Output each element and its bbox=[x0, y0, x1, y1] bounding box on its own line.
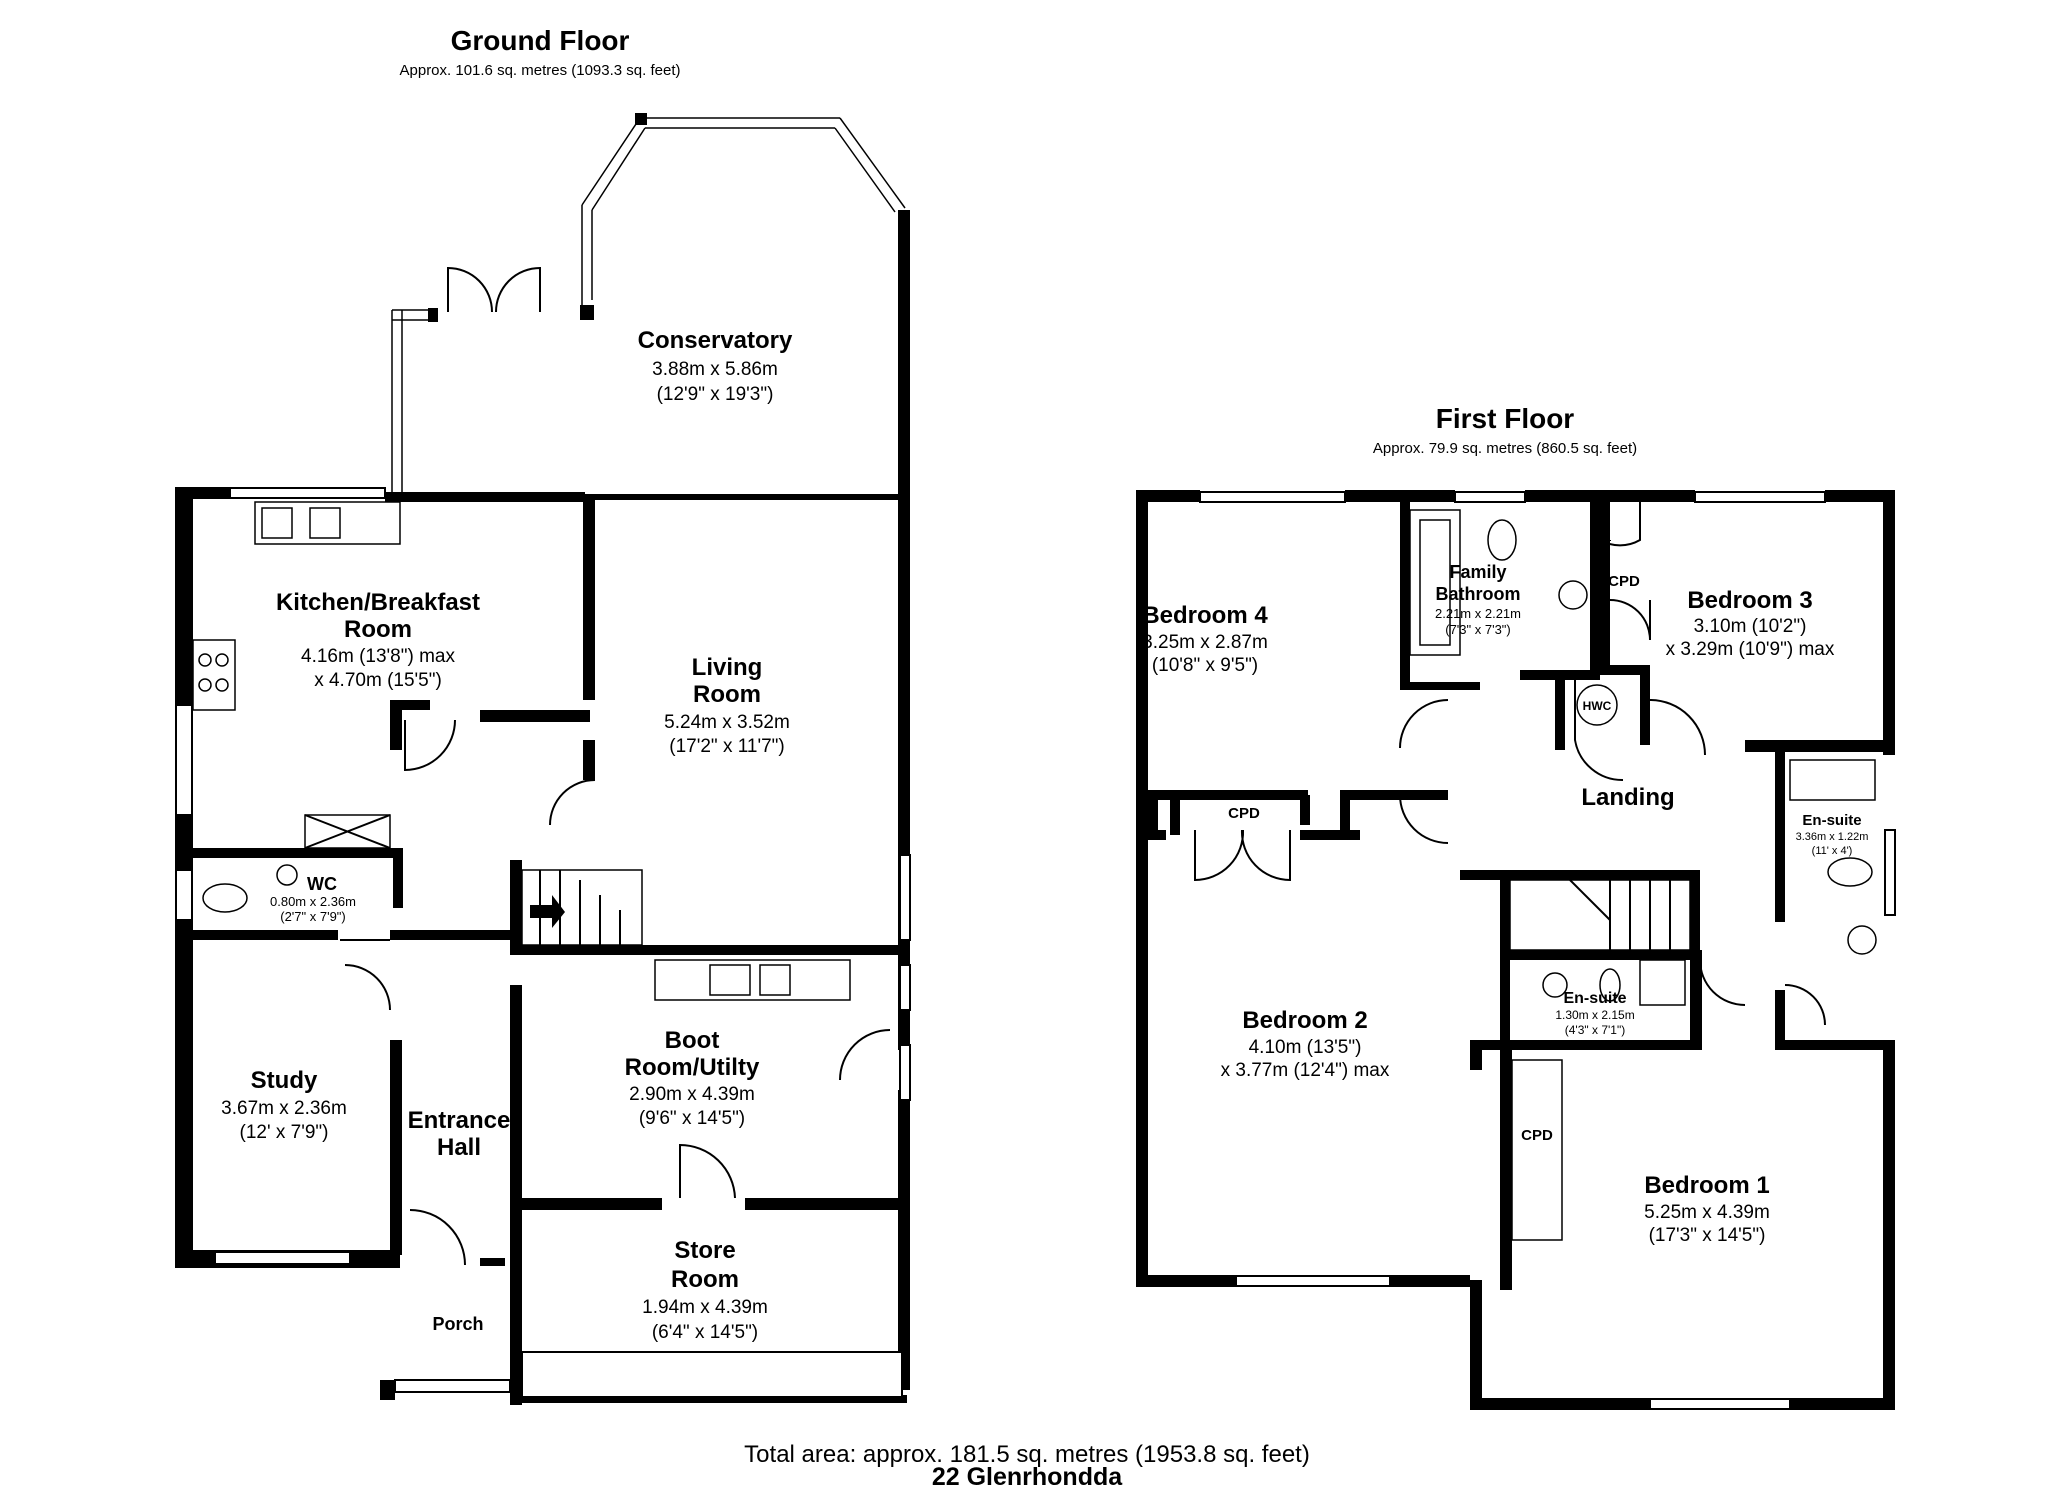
ensuite2-dim-imperial: (4'3" x 7'1") bbox=[1565, 1023, 1625, 1037]
first-floor-plan bbox=[1136, 490, 1896, 1410]
bedroom1-name: Bedroom 1 bbox=[1644, 1172, 1769, 1199]
bedroom4-dim-imperial: (10'8" x 9'5") bbox=[1152, 655, 1258, 676]
kitchen-name-line2: Room bbox=[344, 616, 412, 643]
landing-name: Landing bbox=[1581, 784, 1674, 811]
first-floor-title: First Floor bbox=[1436, 403, 1575, 434]
first-floor-area: Approx. 79.9 sq. metres (860.5 sq. feet) bbox=[1373, 440, 1637, 457]
bathroom-name-line2: Bathroom bbox=[1436, 584, 1521, 604]
bedroom3-name: Bedroom 3 bbox=[1687, 587, 1812, 614]
bathroom-name-line1: Family bbox=[1449, 562, 1506, 582]
ground-floor-area: Approx. 101.6 sq. metres (1093.3 sq. fee… bbox=[400, 62, 681, 79]
ground-floor-plan bbox=[175, 113, 911, 1405]
bedroom3-dim-line2: x 3.29m (10'9") max bbox=[1666, 639, 1835, 660]
boot-name-line2: Room/Utilty bbox=[625, 1054, 760, 1081]
bathroom-dim-metric: 2.21m x 2.21m bbox=[1435, 606, 1521, 621]
ensuite1-dim-metric: 3.36m x 1.22m bbox=[1796, 831, 1869, 843]
living-name-line2: Room bbox=[693, 681, 761, 708]
first-floor-labels: Bedroom 4 3.25m x 2.87m (10'8" x 9'5") F… bbox=[1142, 562, 1868, 1246]
study-name: Study bbox=[251, 1067, 318, 1094]
ensuite1-name: En-suite bbox=[1802, 812, 1861, 829]
study-dim-imperial: (12' x 7'9") bbox=[240, 1122, 329, 1143]
boot-dim-metric: 2.90m x 4.39m bbox=[629, 1084, 755, 1105]
store-name-line1: Store bbox=[674, 1237, 735, 1264]
conservatory-name: Conservatory bbox=[638, 327, 793, 354]
study-dim-metric: 3.67m x 2.36m bbox=[221, 1098, 347, 1119]
bedroom2-dim-line1: 4.10m (13'5") bbox=[1249, 1037, 1362, 1058]
kitchen-name-line1: Kitchen/Breakfast bbox=[276, 589, 480, 616]
bedroom1-dim-metric: 5.25m x 4.39m bbox=[1644, 1202, 1770, 1223]
living-dim-imperial: (17'2" x 11'7") bbox=[669, 736, 784, 757]
bathroom-dim-imperial: (7'3" x 7'3") bbox=[1445, 622, 1511, 637]
wc-dim-imperial: (2'7" x 7'9") bbox=[280, 909, 346, 924]
bedroom2-name: Bedroom 2 bbox=[1242, 1007, 1367, 1034]
property-address: 22 Glenrhondda bbox=[932, 1463, 1123, 1489]
living-dim-metric: 5.24m x 3.52m bbox=[664, 712, 790, 733]
kitchen-dim-line2: x 4.70m (15'5") bbox=[314, 670, 442, 691]
kitchen-dim-line1: 4.16m (13'8") max bbox=[301, 646, 455, 667]
conservatory-dim-imperial: (12'9" x 19'3") bbox=[657, 384, 774, 405]
boot-name-line1: Boot bbox=[665, 1027, 720, 1054]
porch-name: Porch bbox=[432, 1314, 483, 1334]
ground-floor-title: Ground Floor bbox=[451, 25, 630, 56]
hwc-label: HWC bbox=[1583, 699, 1612, 713]
cpd-label-bedroom1: CPD bbox=[1521, 1127, 1553, 1144]
ensuite2-name: En-suite bbox=[1563, 990, 1626, 1007]
living-name-line1: Living bbox=[692, 654, 763, 681]
total-area: Total area: approx. 181.5 sq. metres (19… bbox=[744, 1441, 1310, 1468]
bedroom1-dim-imperial: (17'3" x 14'5") bbox=[1649, 1225, 1766, 1246]
store-dim-metric: 1.94m x 4.39m bbox=[642, 1297, 768, 1318]
bedroom3-dim-line1: 3.10m (10'2") bbox=[1694, 616, 1807, 637]
bedroom4-name: Bedroom 4 bbox=[1142, 602, 1268, 629]
boot-dim-imperial: (9'6" x 14'5") bbox=[639, 1108, 745, 1129]
entrance-name-line1: Entrance bbox=[408, 1107, 511, 1134]
cpd-label-bedroom2: CPD bbox=[1228, 805, 1260, 822]
store-dim-imperial: (6'4" x 14'5") bbox=[652, 1322, 758, 1343]
wc-name: WC bbox=[307, 874, 337, 894]
bedroom4-dim-metric: 3.25m x 2.87m bbox=[1142, 632, 1268, 653]
wc-dim-metric: 0.80m x 2.36m bbox=[270, 894, 356, 909]
cpd-label-bedroom3: CPD bbox=[1608, 573, 1640, 590]
entrance-name-line2: Hall bbox=[437, 1134, 481, 1161]
store-name-line2: Room bbox=[671, 1266, 739, 1293]
ground-floor-labels: Conservatory 3.88m x 5.86m (12'9" x 19'3… bbox=[221, 327, 793, 1343]
bedroom2-dim-line2: x 3.77m (12'4") max bbox=[1221, 1060, 1390, 1081]
ensuite2-dim-metric: 1.30m x 2.15m bbox=[1555, 1008, 1634, 1022]
ensuite1-dim-imperial: (11' x 4') bbox=[1812, 845, 1853, 857]
conservatory-dim-metric: 3.88m x 5.86m bbox=[652, 359, 778, 380]
